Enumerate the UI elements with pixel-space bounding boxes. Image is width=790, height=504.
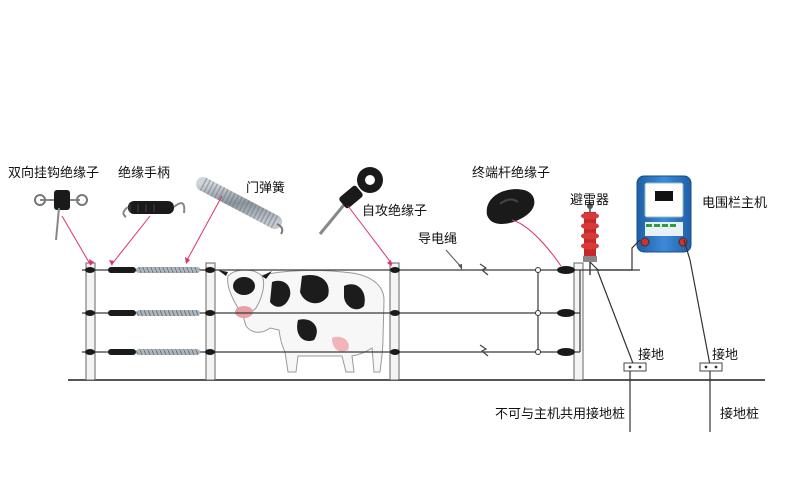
label-double-hook-insulator: 双向挂钩绝缘子 <box>8 166 100 181</box>
handle-icon <box>122 201 186 218</box>
label-gate-spring: 门弹簧 <box>246 181 286 196</box>
cow-icon <box>218 269 385 373</box>
gate-row <box>108 310 200 316</box>
label-ground-2: 接地 <box>712 348 739 363</box>
ground-stakes <box>623 362 723 372</box>
label-insulated-handle: 绝缘手柄 <box>118 166 171 181</box>
label-lightning-arrester: 避雷器 <box>570 193 610 208</box>
label-self-tapping-insulator: 自攻绝缘子 <box>362 204 428 219</box>
gate-assembly <box>108 267 200 355</box>
fence-post <box>85 262 96 381</box>
fence-post <box>573 262 584 381</box>
fence-post <box>205 262 216 381</box>
gate-row <box>108 349 200 355</box>
spring-icon <box>196 177 284 235</box>
terminal-insulator-icon <box>486 189 535 225</box>
label-energizer: 电围栏主机 <box>702 196 768 211</box>
hook-insulator-icon <box>34 190 88 241</box>
label-ground-stake: 接地桩 <box>720 407 760 422</box>
post-insulators <box>85 266 575 356</box>
gate-row <box>108 267 200 273</box>
conductor-pointer <box>445 249 463 270</box>
energizer-icon <box>636 175 692 253</box>
label-separate-ground-stake: 不可与主机共用接地桩 <box>495 407 626 422</box>
label-terminal-pole-insulator: 终端杆绝缘子 <box>472 166 551 181</box>
arrester-icon <box>581 203 599 275</box>
fence-post <box>389 262 400 381</box>
screw-insulator-icon <box>318 167 383 235</box>
spark-icon <box>479 263 489 357</box>
pointer-lines <box>61 195 562 267</box>
ground-wiring <box>589 239 711 432</box>
label-conductor-rope: 导电绳 <box>418 232 458 247</box>
label-ground-1: 接地 <box>638 348 665 363</box>
wire-junctions <box>535 267 541 355</box>
pointer-arrowheads <box>89 257 392 266</box>
